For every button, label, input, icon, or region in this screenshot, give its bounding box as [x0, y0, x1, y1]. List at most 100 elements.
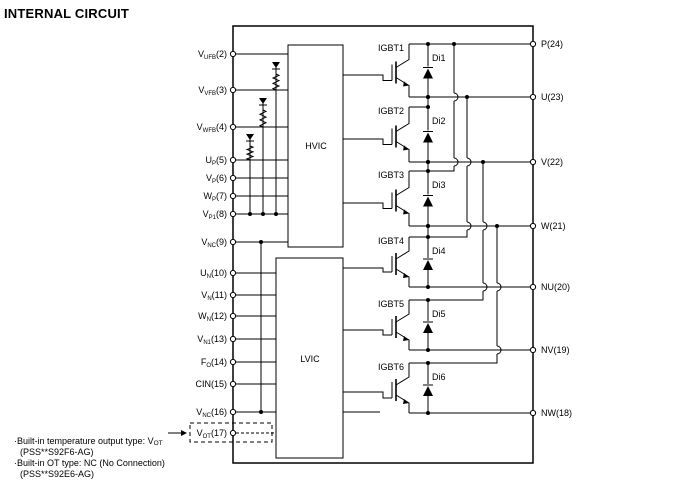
wire [395, 300, 410, 323]
junction-dot [426, 285, 430, 289]
pin-wp-terminal [229, 192, 237, 200]
pin-main: V [206, 173, 212, 183]
pin-nw-label: NW(18) [541, 408, 572, 418]
pin-num: (3) [216, 85, 227, 95]
pin-main: V [203, 209, 209, 219]
junction-dot [426, 348, 430, 352]
wire [395, 268, 410, 287]
pin-p-terminal [529, 40, 537, 48]
wire [395, 331, 410, 350]
pin-sub: OT [203, 434, 212, 440]
igbt-label: IGBT5 [378, 299, 404, 309]
junction-dot [259, 240, 263, 244]
junction-dot [426, 169, 430, 173]
pin-main: V [201, 290, 207, 300]
junction-dot [495, 224, 499, 228]
pin-vnc-terminal [229, 238, 237, 246]
hvic-label: HVIC [305, 141, 327, 151]
wire-crossover [496, 282, 502, 292]
note-vot-type: ·Built-in temperature output type: VOT [14, 436, 163, 449]
pin-num: (17) [211, 428, 227, 438]
pin-num: (16) [211, 407, 227, 417]
junction-dot [248, 212, 252, 216]
pin-vp-terminal [229, 174, 237, 182]
wire [428, 230, 468, 238]
pin-fo-label: FO(14) [201, 357, 227, 369]
pin-wn-label: WN(12) [198, 311, 227, 323]
pin-vnc2-terminal [229, 408, 237, 416]
wire [395, 205, 410, 226]
pin-vp1-label: VP1(8) [203, 209, 227, 221]
pin-vvfb-terminal [229, 86, 237, 94]
wire [395, 44, 410, 68]
wire [343, 267, 392, 273]
diode-label: Di2 [432, 116, 446, 126]
freewheel-diode-icon [423, 132, 433, 143]
pin-main: V [198, 85, 204, 95]
bootstrap-resistor-icon [258, 109, 268, 128]
wire [395, 141, 410, 162]
pin-cin-label: CIN(15) [195, 379, 227, 389]
pin-vn1-label: VN1(13) [197, 334, 227, 346]
pin-num: (11) [212, 290, 227, 300]
pin-nu-terminal [529, 283, 537, 291]
wire [343, 329, 392, 336]
pin-un-label: UN(10) [200, 268, 227, 280]
pin-vp-label: VP(6) [206, 173, 227, 185]
freewheel-diode-icon [423, 260, 433, 270]
pin-nv-terminal [529, 346, 537, 354]
bootstrap-diode-icon [246, 134, 254, 140]
wire-crossover [453, 157, 459, 167]
note-vot-part: (PSS**S92F6-AG) [20, 447, 94, 457]
junction-dot [426, 95, 430, 99]
pin-w-label: W(21) [541, 221, 566, 231]
pin-main: U [205, 155, 212, 165]
pin-v-label: V(22) [541, 157, 563, 167]
igbt-label: IGBT4 [378, 236, 404, 246]
wire [343, 138, 392, 145]
pin-u-terminal [529, 93, 537, 101]
pin-sub: N [207, 317, 211, 323]
pin-up-terminal [229, 156, 237, 164]
junction-dot [465, 95, 469, 99]
pin-main: F [201, 357, 207, 367]
pin-vn1-terminal [229, 335, 237, 343]
diode-label: Di4 [432, 246, 446, 256]
hvic-block [287, 44, 344, 248]
pin-v-terminal [529, 158, 537, 166]
pin-vp1-terminal [229, 210, 237, 218]
pin-w-terminal [529, 222, 537, 230]
freewheel-diode-icon [423, 323, 433, 333]
igbt-label: IGBT2 [378, 106, 404, 116]
bootstrap-resistor-icon [271, 73, 281, 91]
pin-num: (7) [216, 191, 227, 201]
pin-vot-label: VOT(17) [197, 428, 227, 440]
pin-main: U [200, 268, 207, 278]
pin-vn-label: VN(11) [201, 290, 227, 302]
pin-main: W [203, 191, 212, 201]
junction-dot [481, 160, 485, 164]
wire-crossover [453, 92, 459, 102]
pin-num: (14) [211, 357, 227, 367]
pin-num: (15) [211, 379, 227, 389]
igbt-label: IGBT6 [378, 362, 404, 372]
wire [395, 107, 410, 132]
pin-vot-terminal [229, 429, 237, 437]
pin-nw-terminal [529, 409, 537, 417]
diode-label: Di5 [432, 309, 446, 319]
pin-num: (4) [216, 122, 227, 132]
pin-cin-terminal [229, 380, 237, 388]
igbt-emitter-arrow [403, 209, 409, 215]
pin-sub: NC [207, 243, 216, 249]
wire [343, 74, 392, 81]
wire [428, 166, 455, 172]
pin-num: (2) [216, 49, 227, 59]
pin-num: (13) [211, 334, 227, 344]
pin-sub: P1 [209, 215, 217, 221]
igbt-label: IGBT1 [378, 43, 404, 53]
note-vot-sub: OT [153, 440, 163, 447]
note-nc-type: ·Built-in OT type: NC (No Connection) [14, 458, 165, 468]
pin-sub: N [207, 274, 211, 280]
pin-u-label: U(23) [541, 92, 564, 102]
wire-crossover [496, 345, 502, 355]
